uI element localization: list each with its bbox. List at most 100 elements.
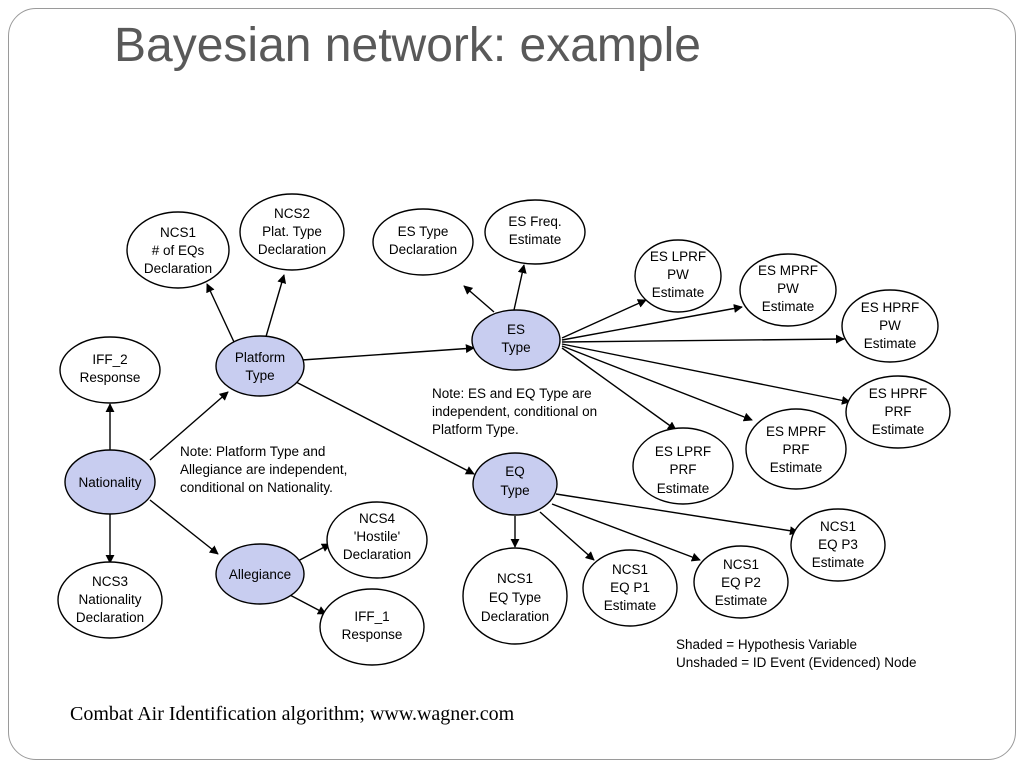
svg-text:NCS1: NCS1 <box>723 557 759 572</box>
svg-text:NCS1: NCS1 <box>820 519 856 534</box>
svg-text:EQ: EQ <box>505 464 525 479</box>
svg-text:PRF: PRF <box>670 462 697 477</box>
svg-text:Type: Type <box>245 368 274 383</box>
legend: Shaded = Hypothesis Variable Unshaded = … <box>676 637 917 670</box>
svg-text:Response: Response <box>342 627 403 642</box>
node-eq-type: EQ Type <box>472 452 558 516</box>
node-platform-type: Platform Type <box>215 335 305 397</box>
svg-text:Type: Type <box>501 340 530 355</box>
node-nationality: Nationality <box>64 449 156 515</box>
edge-platform-es-type <box>301 344 475 361</box>
edge-eq-ncs1-p1 <box>539 511 595 561</box>
node-es-freq-estimate: ES Freq. Estimate <box>484 199 586 265</box>
svg-text:Estimate: Estimate <box>762 299 815 314</box>
edge-platform-ncs1-eqs <box>206 283 235 343</box>
svg-text:ES: ES <box>507 322 525 337</box>
edge-es-type-decl <box>463 285 495 313</box>
svg-text:ES Freq.: ES Freq. <box>508 214 561 229</box>
edge-es-hprf-pw <box>561 334 845 344</box>
svg-text:Estimate: Estimate <box>864 336 917 351</box>
svg-text:ES MPRF: ES MPRF <box>758 263 818 278</box>
svg-text:EQ P3: EQ P3 <box>818 537 858 552</box>
svg-text:Declaration: Declaration <box>76 610 144 625</box>
edge-es-mprf-pw <box>561 304 743 341</box>
node-iff1-response: IFF_1 Response <box>319 588 425 666</box>
source-caption: Combat Air Identification algorithm; www… <box>70 703 515 725</box>
svg-text:Declaration: Declaration <box>389 242 457 257</box>
edge-es-lprf-pw <box>561 299 647 339</box>
edge-platform-eq-type <box>295 381 475 475</box>
svg-text:IFF_1: IFF_1 <box>354 609 389 624</box>
svg-text:NCS1: NCS1 <box>612 562 648 577</box>
svg-text:NCS1: NCS1 <box>160 225 196 240</box>
svg-text:PW: PW <box>667 267 689 282</box>
svg-text:Estimate: Estimate <box>509 232 562 247</box>
svg-text:Declaration: Declaration <box>343 547 411 562</box>
node-es-hprf-pw: ES HPRF PW Estimate <box>841 289 939 363</box>
edges <box>105 264 851 615</box>
svg-text:NCS3: NCS3 <box>92 574 128 589</box>
svg-text:PRF: PRF <box>783 442 810 457</box>
edge-eq-ncs1-p3 <box>555 493 799 536</box>
svg-text:PW: PW <box>879 318 901 333</box>
node-es-type-declaration: ES Type Declaration <box>372 208 474 276</box>
svg-text:Estimate: Estimate <box>604 598 657 613</box>
svg-text:Declaration: Declaration <box>144 261 212 276</box>
edge-es-hprf-prf <box>561 343 851 405</box>
svg-text:EQ P2: EQ P2 <box>721 575 761 590</box>
node-es-mprf-pw: ES MPRF PW Estimate <box>739 253 837 327</box>
svg-text:Estimate: Estimate <box>872 422 925 437</box>
svg-text:conditional on Nationality.: conditional on Nationality. <box>180 480 333 495</box>
edge-eq-ncs1-p2 <box>551 503 701 562</box>
svg-text:Response: Response <box>80 370 141 385</box>
svg-text:EQ Type: EQ Type <box>489 590 541 605</box>
svg-text:Type: Type <box>500 483 529 498</box>
svg-text:Estimate: Estimate <box>812 555 865 570</box>
svg-text:ES MPRF: ES MPRF <box>766 424 826 439</box>
svg-text:Declaration: Declaration <box>481 609 549 624</box>
svg-text:NCS1: NCS1 <box>497 571 533 586</box>
svg-text:Declaration: Declaration <box>258 242 326 257</box>
svg-text:IFF_2: IFF_2 <box>92 352 127 367</box>
svg-text:Estimate: Estimate <box>657 481 710 496</box>
slide-title: Bayesian network: example <box>114 19 701 72</box>
svg-text:NCS4: NCS4 <box>359 511 396 526</box>
svg-text:independent, conditional on: independent, conditional on <box>432 404 597 419</box>
node-ncs1-eq-p3: NCS1 EQ P3 Estimate <box>790 508 886 582</box>
svg-text:Plat. Type: Plat. Type <box>262 224 322 239</box>
node-ncs1-eq-p2: NCS1 EQ P2 Estimate <box>693 545 789 619</box>
svg-text:ES HPRF: ES HPRF <box>861 300 920 315</box>
svg-text:ES LPRF: ES LPRF <box>650 249 706 264</box>
node-es-mprf-prf: ES MPRF PRF Estimate <box>745 408 847 490</box>
node-ncs2-plat-type: NCS2 Plat. Type Declaration <box>239 193 345 271</box>
svg-text:# of EQs: # of EQs <box>152 243 205 258</box>
svg-text:Platform: Platform <box>235 350 285 365</box>
edge-nationality-allegiance <box>149 499 219 555</box>
edge-platform-ncs2 <box>264 274 287 341</box>
svg-text:Note: ES and EQ Type are: Note: ES and EQ Type are <box>432 386 592 401</box>
edge-es-mprf-prf <box>561 345 753 422</box>
svg-text:PRF: PRF <box>885 404 912 419</box>
svg-text:PW: PW <box>777 281 799 296</box>
svg-text:'Hostile': 'Hostile' <box>354 529 400 544</box>
node-ncs1-eq-p1: NCS1 EQ P1 Estimate <box>582 549 678 627</box>
svg-text:Estimate: Estimate <box>715 593 768 608</box>
node-es-lprf-prf: ES LPRF PRF Estimate <box>632 427 734 505</box>
svg-text:Estimate: Estimate <box>770 460 823 475</box>
node-ncs4-hostile: NCS4 'Hostile' Declaration <box>326 501 428 579</box>
node-allegiance: Allegiance <box>215 543 305 605</box>
svg-text:Nationality: Nationality <box>78 592 141 607</box>
svg-text:Platform Type.: Platform Type. <box>432 422 519 437</box>
edge-es-freq <box>513 264 527 311</box>
svg-text:Allegiance: Allegiance <box>229 567 291 582</box>
svg-text:ES Type: ES Type <box>398 224 449 239</box>
edge-es-lprf-prf <box>561 347 677 431</box>
note-es-eq-independence: Note: ES and EQ Type are independent, co… <box>432 386 597 437</box>
svg-text:ES LPRF: ES LPRF <box>655 444 711 459</box>
svg-text:Estimate: Estimate <box>652 285 705 300</box>
edge-nationality-platform <box>149 391 229 461</box>
node-ncs1-eq-type: NCS1 EQ Type Declaration <box>462 547 568 645</box>
node-ncs3-nationality: NCS3 Nationality Declaration <box>57 561 163 639</box>
edge-allegiance-ncs4 <box>295 543 331 563</box>
